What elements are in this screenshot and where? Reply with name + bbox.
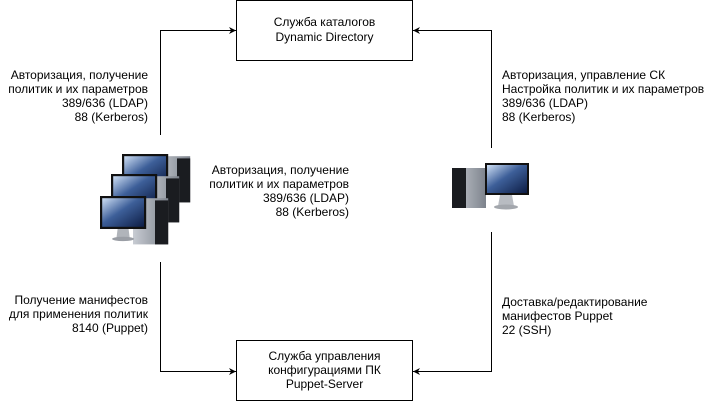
label-clients-to-catalog: Авторизация, получение политик и их пара… [8, 68, 148, 124]
svg-text:Настройка политик и их парамет: Настройка политик и их параметров [502, 82, 704, 96]
svg-text:88 (Kerberos): 88 (Kerberos) [276, 205, 349, 219]
svg-text:Авторизация, получение: Авторизация, получение [212, 163, 350, 177]
svg-text:88 (Kerberos): 88 (Kerberos) [75, 110, 148, 124]
catalog-line-2: Dynamic Directory [275, 30, 373, 44]
label-admin-to-catalog: Авторизация, управление СК Настройка пол… [502, 68, 704, 124]
edge-clients-to-catalog [160, 27, 236, 135]
multiple-workstations-icon[interactable] [100, 154, 191, 245]
svg-text:Авторизация, получение: Авторизация, получение [11, 68, 149, 82]
workstation-icon[interactable] [452, 163, 529, 210]
svg-text:политик и их параметров: политик и их параметров [209, 177, 349, 191]
label-center: Авторизация, получение политик и их пара… [209, 163, 349, 219]
puppet-server-node[interactable]: Служба управления конфигурациями ПК Pupp… [236, 340, 413, 401]
svg-text:88 (Kerberos): 88 (Kerberos) [502, 110, 575, 124]
svg-text:389/636 (LDAP): 389/636 (LDAP) [502, 96, 588, 110]
label-clients-to-puppet: Получение манифестов для применения поли… [9, 293, 149, 335]
puppet-line-2: конфигурациями ПК [268, 363, 381, 377]
svg-text:Авторизация, управление СК: Авторизация, управление СК [502, 68, 665, 82]
svg-text:22 (SSH): 22 (SSH) [502, 323, 551, 337]
svg-text:манифестов Puppet: манифестов Puppet [502, 309, 613, 323]
puppet-line-1: Служба управления [268, 349, 380, 363]
catalog-line-1: Служба каталогов [274, 15, 376, 29]
edge-admin-to-puppet [413, 232, 492, 375]
svg-text:389/636 (LDAP): 389/636 (LDAP) [62, 96, 148, 110]
svg-text:для применения политик: для применения политик [9, 307, 149, 321]
puppet-line-3: Puppet-Server [286, 377, 363, 391]
svg-text:Доставка/редактирование: Доставка/редактирование [502, 295, 648, 309]
svg-text:политик и их параметров: политик и их параметров [8, 82, 148, 96]
edge-clients-to-puppet [160, 262, 236, 375]
label-admin-to-puppet: Доставка/редактирование манифестов Puppe… [502, 295, 648, 337]
svg-text:389/636 (LDAP): 389/636 (LDAP) [263, 191, 349, 205]
catalog-service-node[interactable]: Служба каталогов Dynamic Directory [236, 0, 413, 61]
svg-text:8140 (Puppet): 8140 (Puppet) [72, 321, 148, 335]
edge-admin-to-catalog [413, 27, 492, 148]
svg-text:Получение манифестов: Получение манифестов [14, 293, 148, 307]
